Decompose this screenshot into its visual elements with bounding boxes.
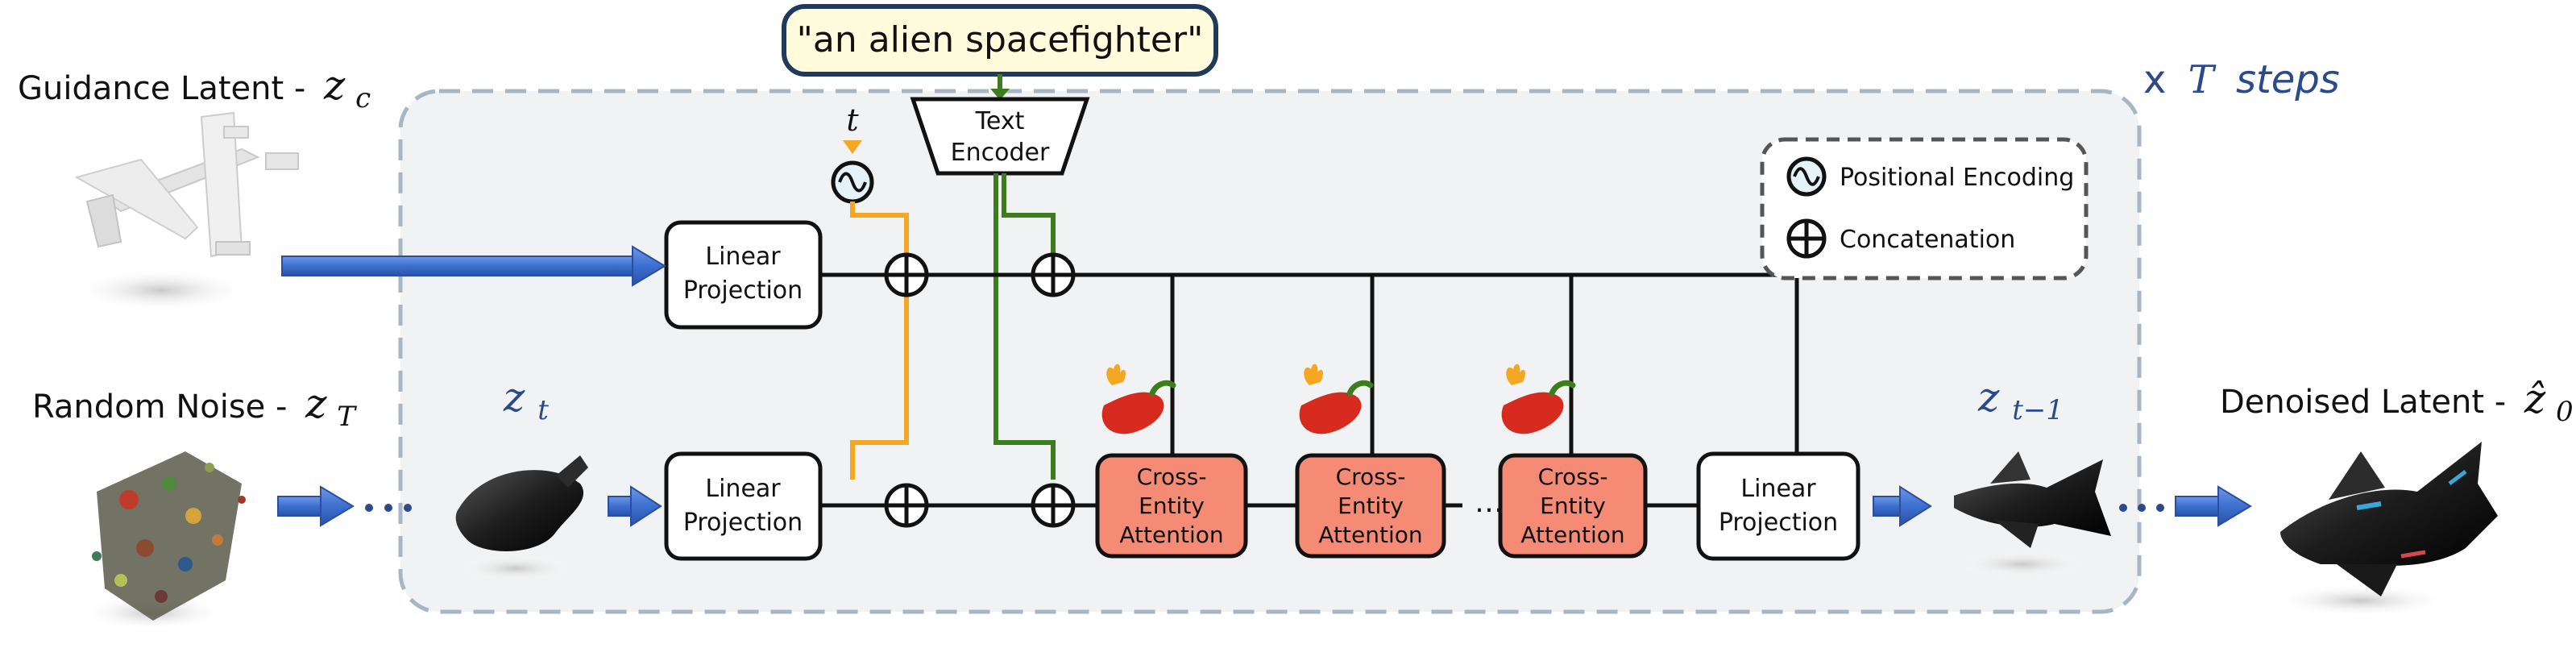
positional-encoding-icon xyxy=(1786,156,1827,197)
guidance-arrow xyxy=(281,245,666,287)
zt1-spaceship-image xyxy=(1954,451,2111,577)
legend-concat-label: Concatenation xyxy=(1840,226,2015,254)
airplane-latent-image xyxy=(73,111,299,311)
concat-icon xyxy=(884,252,929,297)
prompt-text: "an alien spacefighter" xyxy=(797,19,1204,60)
cea2-line1: Cross- xyxy=(1336,463,1406,490)
cea3-line3: Attention xyxy=(1520,521,1624,548)
zt-arrow xyxy=(608,485,662,527)
dots-icon xyxy=(2119,504,2164,512)
pepper-icon xyxy=(1299,364,1374,434)
positional-encoding-icon xyxy=(831,160,874,204)
linear-projection-lower xyxy=(664,451,823,561)
cea3-line1: Cross- xyxy=(1538,463,1608,490)
cea2-line2: Entity xyxy=(1338,492,1404,519)
cea3-line2: Entity xyxy=(1540,492,1606,519)
text-encoder xyxy=(910,97,1090,176)
concat-icon xyxy=(1031,483,1076,528)
random-noise-label: Random Noise - z T xyxy=(32,380,357,433)
output-arrow xyxy=(1873,485,1932,527)
zt-latent-image xyxy=(455,455,588,581)
cross-entity-attention-3 xyxy=(1498,453,1648,559)
text-encoder-line1: Text xyxy=(975,107,1025,135)
spaceship-image xyxy=(2272,442,2498,617)
cross-entity-attention-2 xyxy=(1295,453,1446,559)
legend-box xyxy=(1760,137,2089,280)
text-embedding-line-lower xyxy=(993,173,1056,480)
pepper-icon xyxy=(1101,364,1176,434)
linear-projection-lower-line1: Linear xyxy=(705,475,781,503)
guidance-latent-label: Guidance Latent - z c xyxy=(18,62,371,114)
zt1-label: z t−1 xyxy=(1977,374,2064,426)
linear-projection-lower-line2: Projection xyxy=(683,509,803,537)
noise-cloud-image xyxy=(81,451,246,630)
final-arrow xyxy=(2175,485,2252,527)
concat-icon xyxy=(884,483,929,528)
timestep-line xyxy=(850,202,909,480)
linear-projection-output xyxy=(1696,451,1860,561)
cea1-line1: Cross- xyxy=(1137,463,1207,490)
linear-projection-upper-line1: Linear xyxy=(705,243,781,271)
noise-arrow xyxy=(277,485,355,527)
dots-icon xyxy=(365,504,412,512)
cross-entity-attention-1 xyxy=(1095,453,1248,559)
linear-projection-upper-line2: Projection xyxy=(683,276,803,305)
timestep-arrowhead xyxy=(843,140,862,154)
concat-icon xyxy=(1786,218,1827,259)
text-encoder-line2: Encoder xyxy=(951,139,1050,167)
pepper-icon xyxy=(1501,364,1576,434)
linear-projection-output-line2: Projection xyxy=(1719,509,1838,537)
linear-projection-upper xyxy=(664,220,823,330)
cea1-line2: Entity xyxy=(1139,492,1205,519)
cea1-line3: Attention xyxy=(1119,521,1223,548)
legend-positional-label: Positional Encoding xyxy=(1840,164,2074,192)
cea2-line3: Attention xyxy=(1318,521,1422,548)
zt-label: z t xyxy=(503,374,549,426)
attention-ellipsis: … xyxy=(1475,486,1504,519)
timestep-label: t xyxy=(846,102,859,138)
steps-label: x T steps xyxy=(2143,57,2340,102)
text-embedding-line-upper xyxy=(1002,173,1056,253)
concat-icon xyxy=(1031,252,1076,297)
prompt-arrowhead xyxy=(990,89,1010,100)
denoised-latent-label: Denoised Latent - ẑ 0 xyxy=(2220,376,2574,428)
linear-projection-output-line1: Linear xyxy=(1740,475,1816,503)
